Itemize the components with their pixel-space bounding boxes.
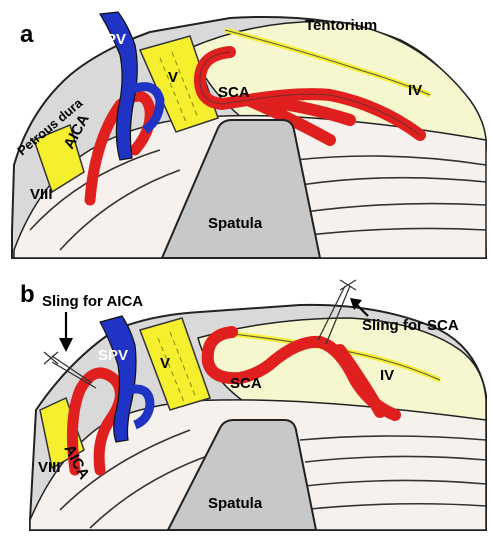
label-sling-sca: Sling for SCA — [362, 317, 459, 334]
panel-a: a Tentorium SPV Petrous dura V SCA IV AI… — [12, 12, 486, 258]
label-spatula-b: Spatula — [208, 495, 263, 512]
label-sca-b: SCA — [230, 375, 262, 392]
label-spv-a: SPV — [96, 31, 126, 48]
label-tentorium-a: Tentorium — [305, 17, 377, 34]
label-iv-a: IV — [408, 82, 422, 99]
label-viii-b: VIII — [38, 459, 61, 476]
panel-b: b Sling for AICA Sling for SCA SPV V SCA… — [20, 280, 486, 530]
label-spv-b: SPV — [98, 347, 128, 364]
label-iv-b: IV — [380, 367, 394, 384]
label-spatula-a: Spatula — [208, 215, 263, 232]
panel-letter-b: b — [20, 281, 35, 308]
label-sca-a: SCA — [218, 84, 250, 101]
label-viii-a: VIII — [30, 186, 53, 203]
label-v-a: V — [168, 69, 178, 86]
panel-letter-a: a — [20, 21, 34, 48]
label-v-b: V — [160, 355, 170, 372]
label-sling-aica: Sling for AICA — [42, 293, 143, 310]
